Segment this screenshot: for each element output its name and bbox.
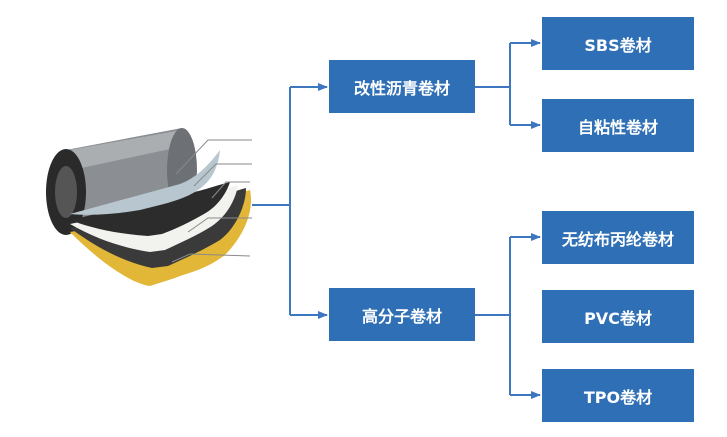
- node-modified-bitumen: 改性沥青卷材: [329, 60, 475, 113]
- layer-dark-upper: [70, 182, 230, 236]
- roll-highlight: [70, 130, 184, 170]
- node-label: 自粘性卷材: [577, 117, 658, 137]
- roll-core: [55, 166, 77, 218]
- node-sbs: SBS卷材: [542, 17, 694, 70]
- leader-line-1: [175, 139, 252, 175]
- node-nonwoven-pp: 无纺布丙纶卷材: [542, 211, 694, 264]
- node-polymer: 高分子卷材: [329, 288, 475, 341]
- leader-line-3: [211, 181, 250, 199]
- node-label: TPO卷材: [583, 387, 653, 407]
- node-label: PVC卷材: [584, 308, 652, 328]
- node-pvc: PVC卷材: [542, 290, 694, 343]
- leader-line-4: [187, 217, 252, 233]
- node-label: 无纺布丙纶卷材: [561, 229, 674, 249]
- layer-film: [70, 150, 220, 215]
- node-self-adhesive: 自粘性卷材: [542, 99, 694, 152]
- leader-line-2: [193, 163, 252, 187]
- leader-line-5: [171, 253, 251, 263]
- node-label: SBS卷材: [584, 35, 652, 55]
- node-tpo: TPO卷材: [542, 369, 694, 422]
- node-label: 改性沥青卷材: [353, 78, 450, 98]
- node-label: 高分子卷材: [361, 306, 442, 326]
